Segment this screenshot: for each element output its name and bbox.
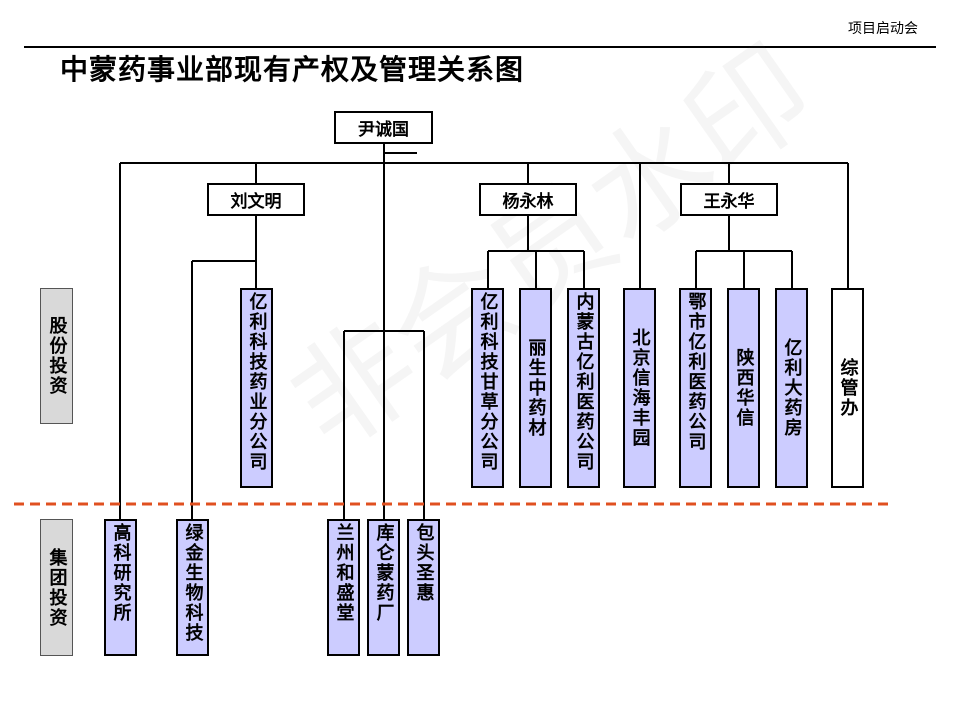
equity-investment-label: 股份投资 (40, 288, 73, 424)
person-liu: 刘文明 (207, 183, 305, 216)
header-tag: 项目启动会 (848, 21, 918, 37)
unit-gaoke: 高科研究所 (104, 519, 137, 656)
person-yang: 杨永林 (479, 183, 577, 216)
unit-yili-gancao: 亿利科技甘草分公司 (471, 288, 504, 488)
unit-lanzhou: 兰州和盛堂 (327, 519, 360, 656)
unit-beijing: 北京信海丰园 (623, 288, 656, 488)
unit-zongguan: 综管办 (831, 288, 864, 488)
page-title: 中蒙药事业部现有产权及管理关系图 (60, 53, 525, 86)
unit-lisheng: 丽生中药材 (519, 288, 552, 488)
unit-shaanxi: 陕西华信 (727, 288, 760, 488)
unit-kulun: 库仑蒙药厂 (367, 519, 400, 656)
person-wang: 王永华 (680, 183, 778, 216)
header-divider (24, 46, 936, 48)
unit-nmg-yili: 内蒙古亿利医药公司 (567, 288, 600, 488)
unit-eshi: 鄂市亿利医药公司 (679, 288, 712, 488)
unit-yili-dayaofang: 亿利大药房 (775, 288, 808, 488)
unit-yili-keji-yao: 亿利科技药业分公司 (240, 288, 273, 488)
unit-lvjin: 绿金生物科技 (176, 519, 209, 656)
unit-baotou: 包头圣惠 (407, 519, 440, 656)
person-root: 尹诚国 (334, 111, 433, 144)
group-investment-label: 集团投资 (40, 519, 73, 656)
